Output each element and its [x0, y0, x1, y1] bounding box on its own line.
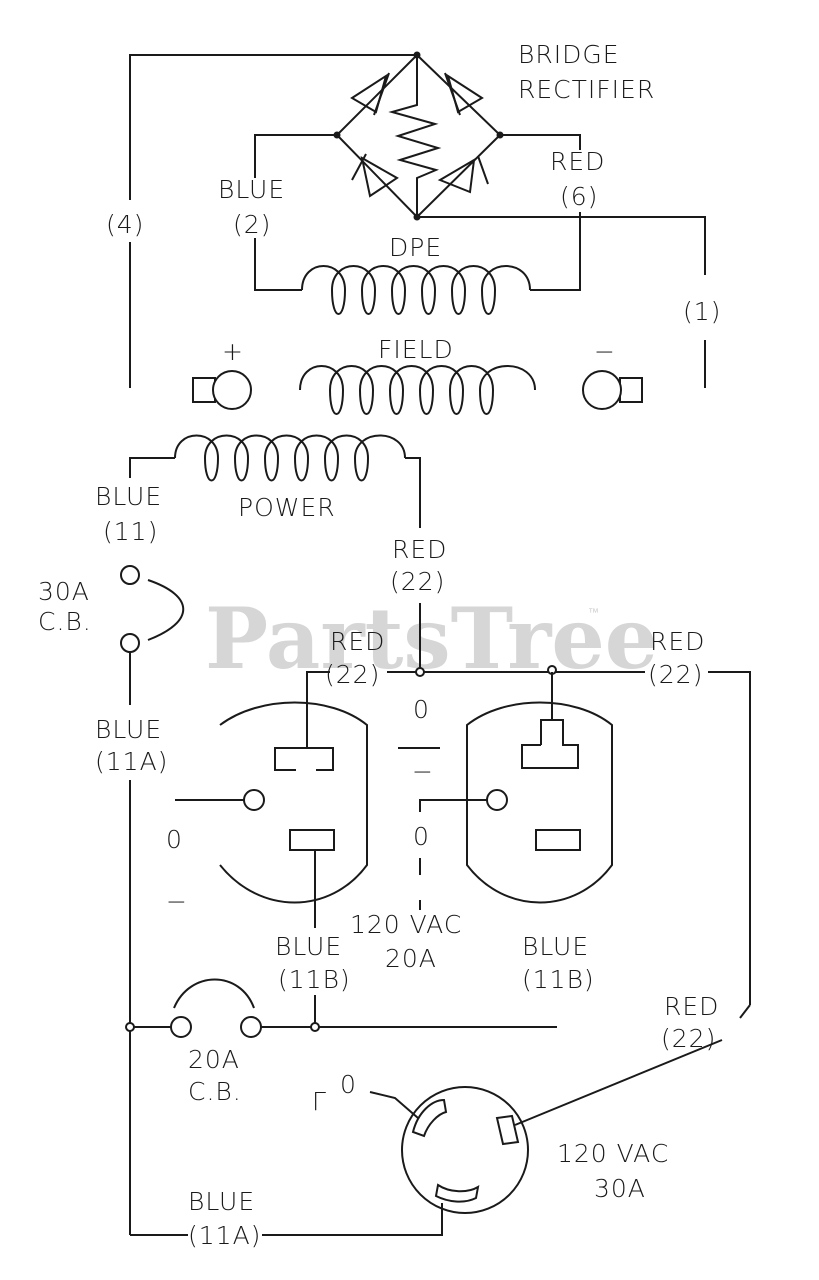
field-label: FIELD: [378, 335, 454, 364]
ground-zero: 0: [340, 1070, 357, 1099]
power-coil: [174, 434, 406, 482]
watermark-text: PartsTree: [205, 589, 658, 688]
power-circuit: POWER BLUE (11) RED (22): [95, 434, 447, 672]
red-6-color: RED: [550, 147, 605, 176]
power-label: POWER: [238, 493, 336, 522]
left-receptacle-dash: −: [166, 887, 188, 916]
diode-upper-right: [444, 72, 484, 116]
vac-20a-line2: 20A: [385, 944, 437, 973]
red-22-right-number: (22): [648, 660, 703, 689]
blue-11a-bottom-color: BLUE: [188, 1187, 255, 1216]
wire-1-label: (1): [683, 297, 721, 326]
cb30-label-line1: 30A: [38, 577, 90, 606]
red-22-right-color: RED: [650, 627, 705, 656]
cb20-label-line2: C.B.: [188, 1077, 242, 1106]
center-dash: −: [412, 757, 434, 786]
bridge-rectifier: BRIDGE RECTIFIER: [333, 40, 655, 221]
left-receptacle-zero: 0: [166, 825, 183, 854]
rectifier-resistor: [388, 55, 442, 217]
field-minus-label: −: [594, 337, 616, 366]
blue-11a-bottom-number: (11A): [188, 1221, 261, 1250]
watermark-trademark: ™: [588, 606, 600, 619]
dpe-label: DPE: [389, 233, 442, 262]
field-minus-terminal: [582, 370, 643, 410]
diode-upper-left: [350, 72, 390, 116]
field-circuit: + FIELD −: [192, 335, 643, 415]
red-22-left-number: (22): [325, 660, 380, 689]
blue-11b-left-color: BLUE: [275, 932, 342, 961]
red-22-top-number: (22): [390, 567, 445, 596]
blue-11b-right-color: BLUE: [522, 932, 589, 961]
vac-30a-line2: 30A: [594, 1174, 646, 1203]
diode-lower-right: [437, 155, 489, 194]
ground-mark: Γ: [312, 1087, 327, 1116]
dpe-coil: [301, 265, 531, 315]
receptacle-right: [466, 672, 613, 904]
receptacle-left: 0 −: [166, 701, 368, 928]
cb30-label-line2: C.B.: [38, 607, 92, 636]
blue-11b-left-number: (11B): [278, 965, 351, 994]
red-22-low-number: (22): [661, 1024, 716, 1053]
field-plus-label: +: [222, 337, 244, 366]
blue-11a-color: BLUE: [95, 715, 162, 744]
vac-20a-line1: 120 VAC: [350, 910, 462, 939]
blue-11a-number: (11A): [95, 747, 168, 776]
red-6-number: (6): [560, 182, 598, 211]
blue-11b-right-number: (11B): [522, 965, 595, 994]
blue-2-color: BLUE: [218, 175, 285, 204]
wire-4-label: (4): [106, 210, 144, 239]
rectifier-label-line2: RECTIFIER: [518, 75, 655, 104]
field-plus-terminal: [192, 370, 252, 410]
breaker-20a: 20A C.B.: [125, 978, 557, 1106]
red-22-left-color: RED: [330, 627, 385, 656]
red-22-low-color: RED: [664, 992, 719, 1021]
field-coil: [299, 365, 536, 415]
rectifier-label-line1: BRIDGE: [518, 40, 620, 69]
center-zero-lower: 0: [413, 822, 430, 851]
vac-30a-line1: 120 VAC: [557, 1139, 669, 1168]
blue-11-number: (11): [103, 517, 158, 546]
breaker-30a: 30A C.B.: [38, 565, 185, 705]
blue-11-color: BLUE: [95, 482, 162, 511]
blue-2-number: (2): [233, 210, 271, 239]
diode-lower-left: [351, 153, 399, 198]
cb20-label-line1: 20A: [188, 1045, 240, 1074]
dpe-circuit: (4) BLUE (2) RED (6) DPE (1): [106, 54, 721, 388]
center-zero-upper: 0: [413, 695, 430, 724]
red-22-top-color: RED: [392, 535, 447, 564]
receptacle-30a: Γ 0: [130, 1004, 751, 1236]
